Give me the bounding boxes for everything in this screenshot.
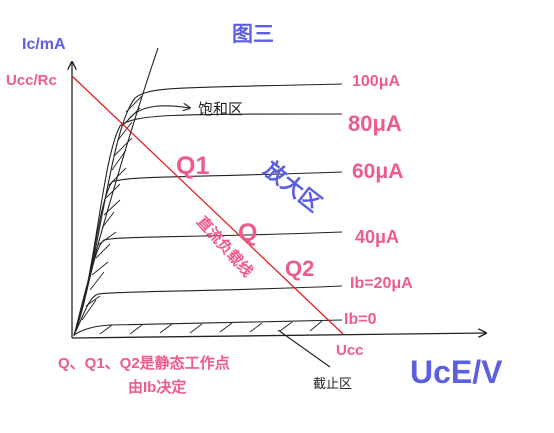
curve-100ua: [73, 83, 343, 336]
cutoff-hatch: [99, 320, 323, 335]
curve-label-0ua: Ib=0: [344, 311, 377, 328]
saturation-region-label: 饱和区: [198, 101, 243, 118]
curve-label-60ua: 60μA: [352, 160, 403, 183]
diagram-title: 图三: [232, 23, 274, 46]
point-q: Q: [238, 219, 257, 247]
curve-40ua: [73, 231, 343, 336]
y-intercept-label: Ucc/Rc: [6, 72, 57, 89]
curve-label-80ua: 80μA: [348, 111, 402, 136]
saturation-arrow: [127, 106, 190, 121]
curve-label-100ua: 100μA: [352, 73, 400, 90]
x-axis-label: UcE/V: [410, 354, 503, 390]
y-axis-label: Ic/mA: [22, 36, 66, 53]
note-line-2: 由Ib决定: [128, 378, 186, 396]
x-axis: [71, 333, 486, 339]
dc-load-line: [71, 75, 344, 335]
note-line-1: Q、Q1、Q2是静态工作点: [58, 354, 230, 372]
saturation-hatch: [81, 95, 143, 321]
curve-label-20ua: Ib=20μA: [350, 275, 413, 292]
curve-label-40ua: 40μA: [355, 227, 399, 247]
curve-20ua: [73, 285, 343, 336]
x-intercept-label: Ucc: [336, 342, 364, 359]
point-q1: Q1: [176, 152, 209, 180]
curve-0ua: [73, 319, 343, 336]
active-region-label: 放大区: [258, 156, 326, 217]
cutoff-region-label: 截止区: [313, 376, 352, 391]
cutoff-arrow: [277, 329, 331, 368]
point-q2: Q2: [285, 256, 314, 281]
characteristic-curves: [73, 83, 343, 336]
